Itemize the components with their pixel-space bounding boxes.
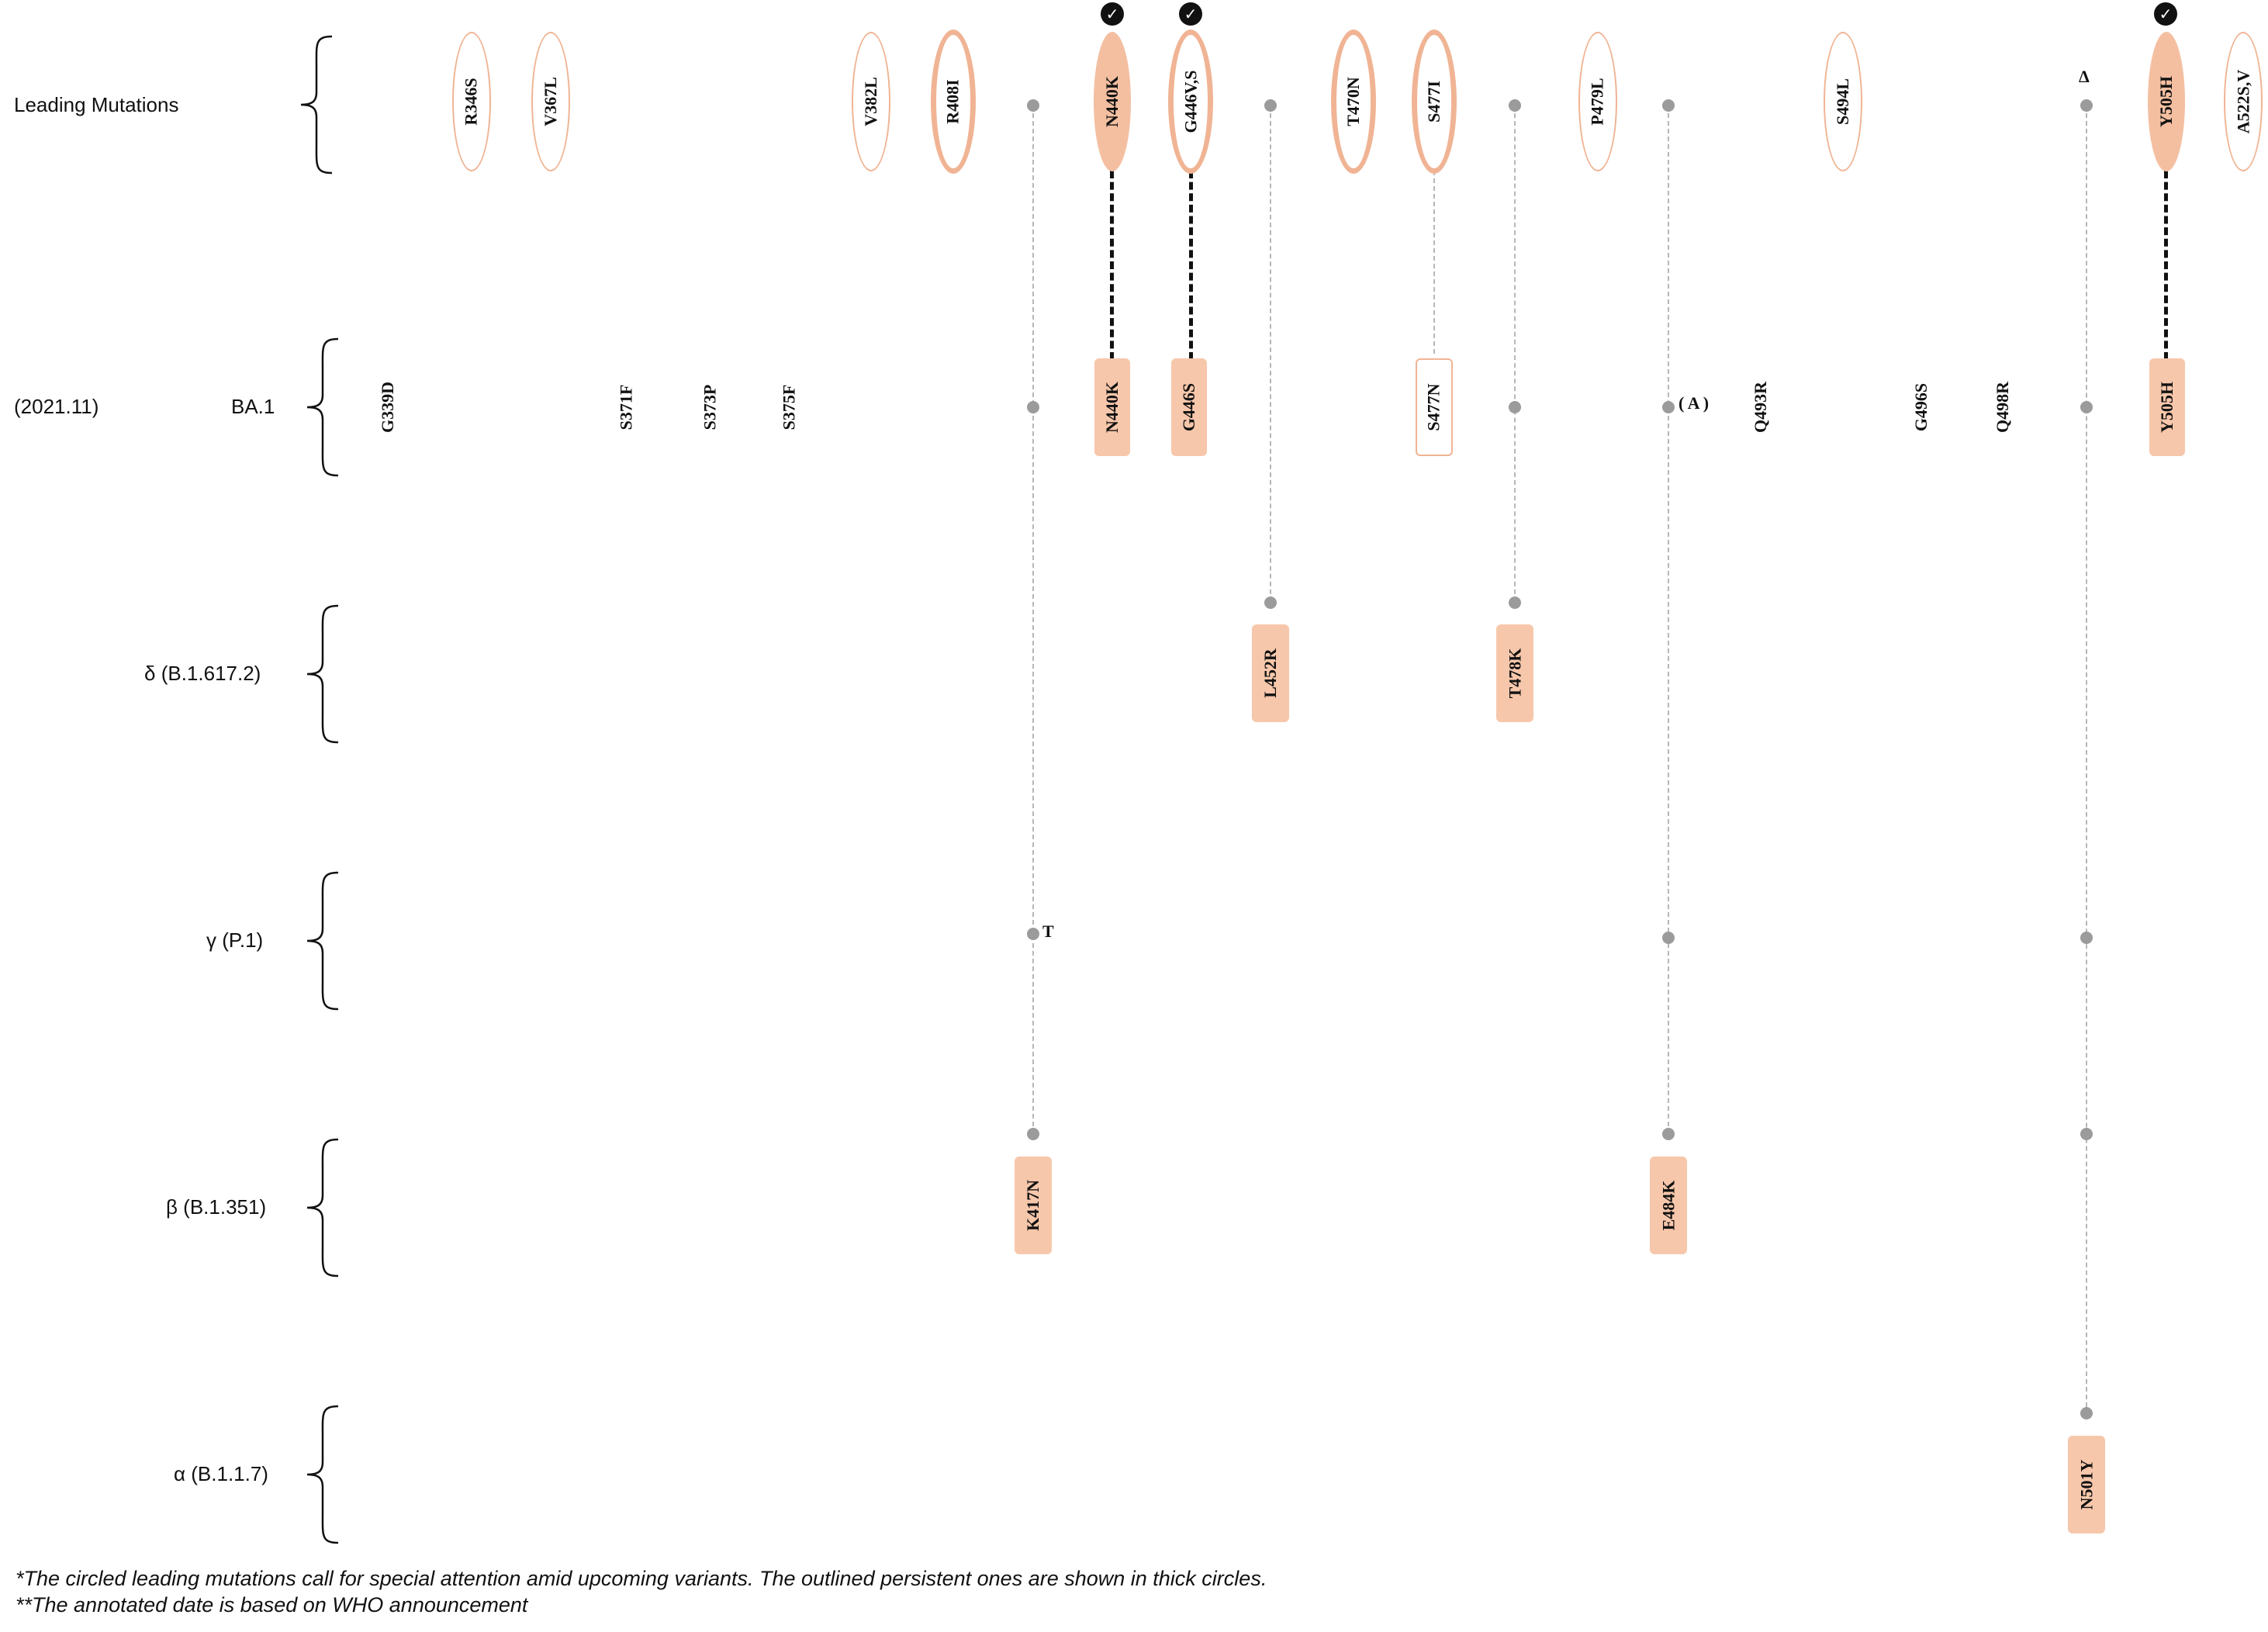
connector-g446-bold [1189,171,1193,360]
footnote-2: **The annotated date is based on WHO ann… [16,1593,528,1616]
ba1-mutation: S375F [779,384,798,430]
connector-dot [1027,1128,1039,1140]
ba1-e484-annotation: ( A ) [1679,393,1710,413]
ba1-mutation-outlined: S477N [1416,358,1453,456]
connector-dot [1509,596,1521,609]
ba1-mutation: Q493R [1751,382,1770,433]
gamma-k417-annotation: T [1042,921,1054,941]
leading-mutation-confirmed: N440K [1094,32,1131,171]
connector-dot [1027,928,1039,940]
alpha-mutation: N501Y [2068,1436,2105,1533]
deletion-marker: Δ [2079,67,2090,86]
connector-n501 [2086,105,2087,1415]
leading-mutation-confirmed: Y505H [2148,32,2185,171]
brace-gamma [306,871,339,1011]
brace-delta [306,604,339,744]
connector-s477 [1433,171,1435,354]
check-icon: ✓ [1101,2,1124,26]
connector-e484 [1668,105,1669,1134]
leading-mutation: A522S,V [2224,32,2263,171]
leading-mutation: V382L [852,32,890,171]
connector-dot [1264,99,1277,112]
connector-dot [1027,401,1039,413]
row-label-delta: δ (B.1.617.2) [144,662,261,685]
connector-dot [1662,99,1675,112]
leading-mutation: R346S [452,32,491,171]
connector-dot [1509,99,1521,112]
check-icon: ✓ [2154,2,2177,26]
beta-mutation: K417N [1015,1157,1052,1254]
connector-dot [2080,932,2093,944]
row-label-ba1-date: (2021.11) [14,395,99,418]
connector-l452 [1270,105,1271,602]
beta-mutation: E484K [1650,1157,1687,1254]
leading-mutation-persistent: S477I [1412,29,1457,174]
connector-dot [2080,1407,2093,1419]
brace-beta [306,1138,339,1278]
row-label-ba1: BA.1 [231,395,275,418]
ba1-mutation: S371F [616,384,635,430]
leading-mutation: P479L [1578,32,1617,171]
connector-y505-bold [2164,171,2168,360]
connector-dot [1662,1128,1675,1140]
ba1-mutation: Q498R [1993,382,2012,433]
row-label-gamma: γ (P.1) [206,928,264,952]
brace-leading [300,35,333,175]
ba1-mutation: G339D [378,382,397,433]
ba1-mutation: S373P [700,384,719,430]
ba1-mutation-shared: Y505H [2149,358,2185,456]
delta-mutation: L452R [1252,624,1289,722]
leading-mutation: V367L [531,32,570,171]
row-label-alpha: α (B.1.1.7) [174,1462,268,1485]
row-label-leading: Leading Mutations [14,93,179,116]
connector-dot [2080,99,2093,112]
leading-mutation-persistent: T470N [1331,29,1376,174]
leading-mutation: S494L [1824,32,1862,171]
connector-k417 [1032,105,1034,1134]
connector-n440-bold [1110,171,1114,360]
connector-dot [1027,99,1039,112]
leading-mutation-persistent: G446V,S [1168,29,1213,174]
connector-dot [2080,401,2093,413]
row-label-beta: β (B.1.351) [166,1195,267,1219]
brace-alpha [306,1405,339,1544]
ba1-mutation-shared: N440K [1094,358,1130,456]
connector-dot [1509,401,1521,413]
ba1-mutation: G496S [1911,382,1931,432]
check-icon: ✓ [1179,2,1202,26]
leading-mutation-persistent: R408I [931,29,976,174]
connector-dot [2080,1128,2093,1140]
ba1-mutation-shared: G446S [1171,358,1207,456]
connector-dot [1264,596,1277,609]
connector-dot [1662,401,1675,413]
footnote-1: *The circled leading mutations call for … [16,1567,1267,1590]
brace-ba1 [306,337,339,477]
delta-mutation: T478K [1496,624,1533,722]
connector-dot [1662,932,1675,944]
connector-t478 [1514,105,1516,602]
